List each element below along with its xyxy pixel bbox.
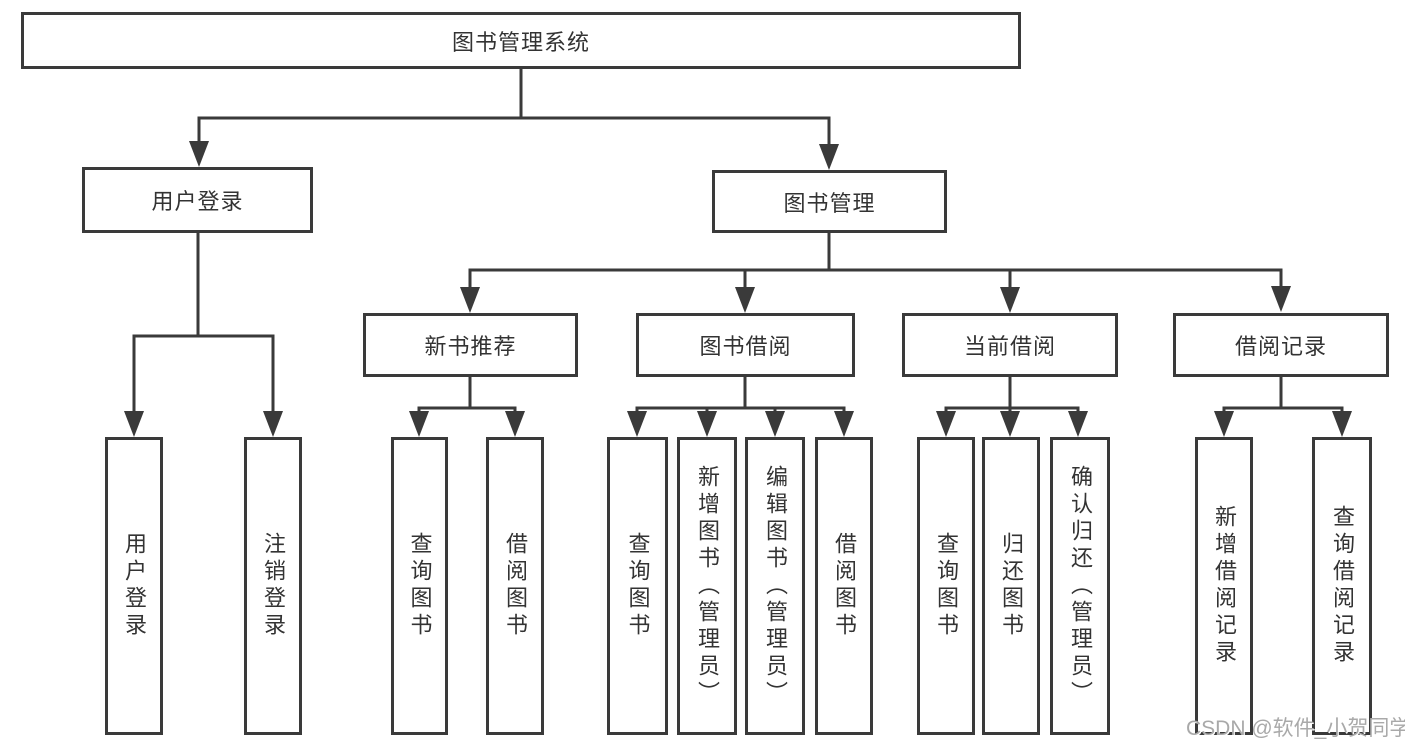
node-borrow-record-label: 借阅记录 <box>1234 334 1327 359</box>
connector-current-borrow <box>936 377 1088 437</box>
leaf-label: 查询借阅记录 <box>1330 505 1355 667</box>
node-return-books: 归还图书 <box>982 437 1040 735</box>
node-borrow-books-2: 借阅图书 <box>815 437 873 735</box>
node-current-borrow: 当前借阅 <box>902 313 1118 377</box>
node-edit-books-admin: 编辑图书（管理员） <box>745 437 805 735</box>
csdn-watermark: CSDN @软件_小贺同学 <box>1186 717 1405 740</box>
leaf-label: 编辑图书（管理员） <box>763 464 788 708</box>
leaf-label: 用户登录 <box>122 532 147 640</box>
leaf-label: 查询图书 <box>625 532 651 640</box>
leaf-label: 新增借阅记录 <box>1212 505 1237 667</box>
node-book-borrow-label: 图书借阅 <box>699 334 792 359</box>
connector-root <box>189 69 839 170</box>
leaf-label: 新增图书（管理员） <box>695 464 720 708</box>
node-borrow-record: 借阅记录 <box>1173 313 1389 377</box>
node-query-books-3: 查询图书 <box>917 437 975 735</box>
node-borrow-books-1: 借阅图书 <box>486 437 544 735</box>
connector-borrow-record <box>1214 377 1352 437</box>
node-confirm-return-admin: 确认归还（管理员） <box>1050 437 1110 735</box>
leaf-label: 注销登录 <box>261 532 286 640</box>
node-book-borrow: 图书借阅 <box>636 313 855 377</box>
leaf-label: 借阅图书 <box>832 532 857 640</box>
node-query-books-2: 查询图书 <box>607 437 668 735</box>
leaf-label: 确认归还（管理员） <box>1068 464 1093 708</box>
connector-book-management <box>460 233 1291 313</box>
node-add-borrow-record: 新增借阅记录 <box>1195 437 1253 735</box>
leaf-label: 归还图书 <box>999 532 1024 640</box>
connector-user-login <box>124 233 283 437</box>
node-book-management-label: 图书管理 <box>783 190 876 216</box>
node-book-management: 图书管理 <box>712 170 947 233</box>
node-new-book-recommend: 新书推荐 <box>363 313 578 377</box>
node-user-login-label: 用户登录 <box>151 189 244 214</box>
leaf-label: 查询图书 <box>934 532 959 640</box>
node-new-book-recommend-label: 新书推荐 <box>424 334 517 359</box>
node-query-borrow-record: 查询借阅记录 <box>1312 437 1372 735</box>
connector-new-book-recommend <box>409 377 525 437</box>
node-user-login-leaf: 用户登录 <box>105 437 163 735</box>
node-root-label: 图书管理系统 <box>451 29 590 55</box>
node-add-books-admin: 新增图书（管理员） <box>677 437 737 735</box>
connector-book-borrow <box>627 377 854 437</box>
node-user-login: 用户登录 <box>82 167 313 233</box>
leaf-label: 借阅图书 <box>503 532 528 640</box>
node-current-borrow-label: 当前借阅 <box>963 334 1056 359</box>
leaf-label: 查询图书 <box>407 532 433 640</box>
node-root: 图书管理系统 <box>21 12 1021 69</box>
node-query-books-1: 查询图书 <box>391 437 448 735</box>
node-logout: 注销登录 <box>244 437 302 735</box>
